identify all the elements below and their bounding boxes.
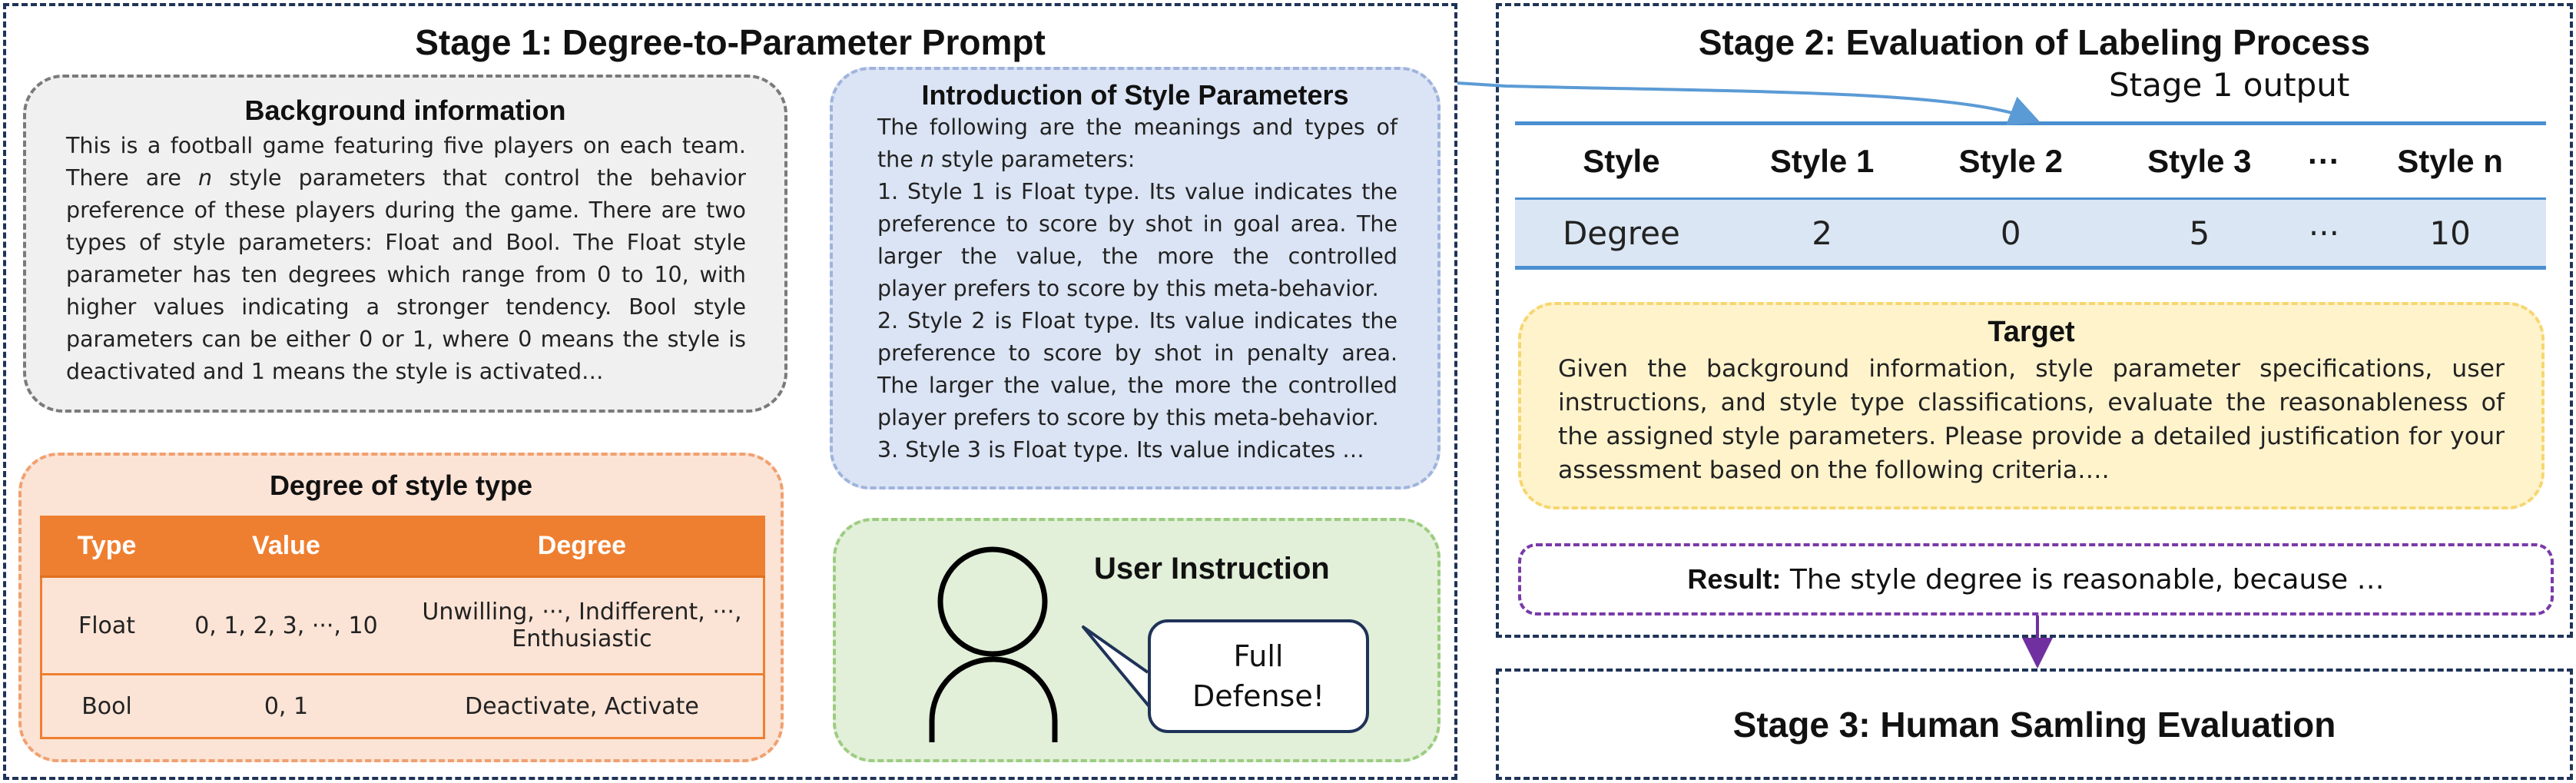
stage1-title: Stage 1: Degree-to-Parameter Prompt: [415, 22, 1046, 62]
degree-cell: 0: [1916, 197, 2106, 270]
degree-cell: Degree: [1515, 197, 1728, 270]
stage3-panel: Stage 3: Human Samling Evaluation: [1496, 669, 2573, 780]
style-header-row: Style Style 1 Style 2 Style 3 ··· Style …: [1515, 121, 2546, 199]
style-params-intro-box: Introduction of Style Parameters The fol…: [830, 67, 1441, 489]
table-row: Bool 0, 1 Deactivate, Activate: [41, 674, 764, 739]
style-degree-table: Style Style 1 Style 2 Style 3 ··· Style …: [1515, 121, 2546, 270]
user-instruction-title: User Instruction: [1094, 552, 1330, 586]
background-info-box: Background information This is a footbal…: [23, 75, 787, 413]
header-value: Value: [171, 516, 401, 578]
degree-cell: 10: [2354, 197, 2546, 270]
header-degree: Degree: [400, 516, 764, 578]
header-type: Type: [41, 516, 172, 578]
style-item-2: 2. Style 2 is Float type. Its value indi…: [877, 308, 1397, 430]
n-symbol: n: [197, 165, 213, 191]
degree-row: Degree 2 0 5 ··· 10: [1515, 197, 2546, 270]
style-header-cell: Style 1: [1727, 121, 1917, 199]
result-box: Result: The style degree is reasonable, …: [1518, 543, 2554, 615]
degree-table-header: Type Value Degree: [41, 516, 764, 578]
table-row: Float 0, 1, 2, 3, ···, 10 Unwilling, ···…: [41, 576, 764, 675]
style-header-cell: Style 3: [2105, 121, 2294, 199]
cell-value: 0, 1, 2, 3, ···, 10: [171, 576, 401, 675]
stage1-to-stage2-arrow: [1457, 81, 2041, 126]
stage2-title: Stage 2: Evaluation of Labeling Process: [1698, 22, 2371, 62]
cell-type: Float: [41, 576, 172, 675]
target-title: Target: [1988, 316, 2075, 348]
stage1-output-label: Stage 1 output: [2109, 66, 2350, 104]
style-item-1: 1. Style 1 is Float type. Its value indi…: [877, 179, 1397, 301]
degree-cell: ···: [2293, 197, 2355, 270]
style-header-cell: ···: [2293, 121, 2355, 199]
cell-degree: Unwilling, ···, Indifferent, ···, Enthus…: [400, 576, 764, 675]
style-item-3: 3. Style 3 is Float type. Its value indi…: [877, 437, 1364, 463]
style-params-intro-title: Introduction of Style Parameters: [921, 79, 1349, 111]
degree-cell: 5: [2105, 197, 2294, 270]
person-icon: [929, 546, 1152, 742]
target-box: Target Given the background information,…: [1518, 302, 2545, 509]
cell-value: 0, 1: [171, 674, 401, 739]
degree-cell: 2: [1727, 197, 1917, 270]
stage1-panel: Stage 1: Degree-to-Parameter Prompt: [3, 3, 1457, 780]
style-header-cell: Style n: [2354, 121, 2546, 199]
result-text: The style degree is reasonable, because …: [1781, 564, 2385, 596]
degree-style-type-box: Degree of style type Type Value Degree F…: [18, 453, 784, 762]
style-params-intro-text: The following are the meanings and types…: [877, 111, 1397, 466]
stage2-panel: Stage 2: Evaluation of Labeling Process: [1496, 3, 2573, 638]
style-header-cell: Style: [1515, 121, 1728, 199]
stage3-title: Stage 3: Human Samling Evaluation: [1732, 705, 2336, 745]
degree-style-type-title: Degree of style type: [269, 469, 533, 501]
target-text: Given the background information, style …: [1558, 355, 2505, 484]
cell-type: Bool: [41, 674, 172, 739]
background-info-text: This is a football game featuring five p…: [66, 133, 746, 384]
cell-degree: Deactivate, Activate: [400, 674, 764, 739]
background-info-title: Background information: [244, 95, 566, 126]
degree-table: Type Value Degree Float 0, 1, 2, 3, ···,…: [40, 516, 765, 739]
result-label: Result:: [1687, 563, 1782, 595]
n-symbol: n: [920, 147, 934, 172]
